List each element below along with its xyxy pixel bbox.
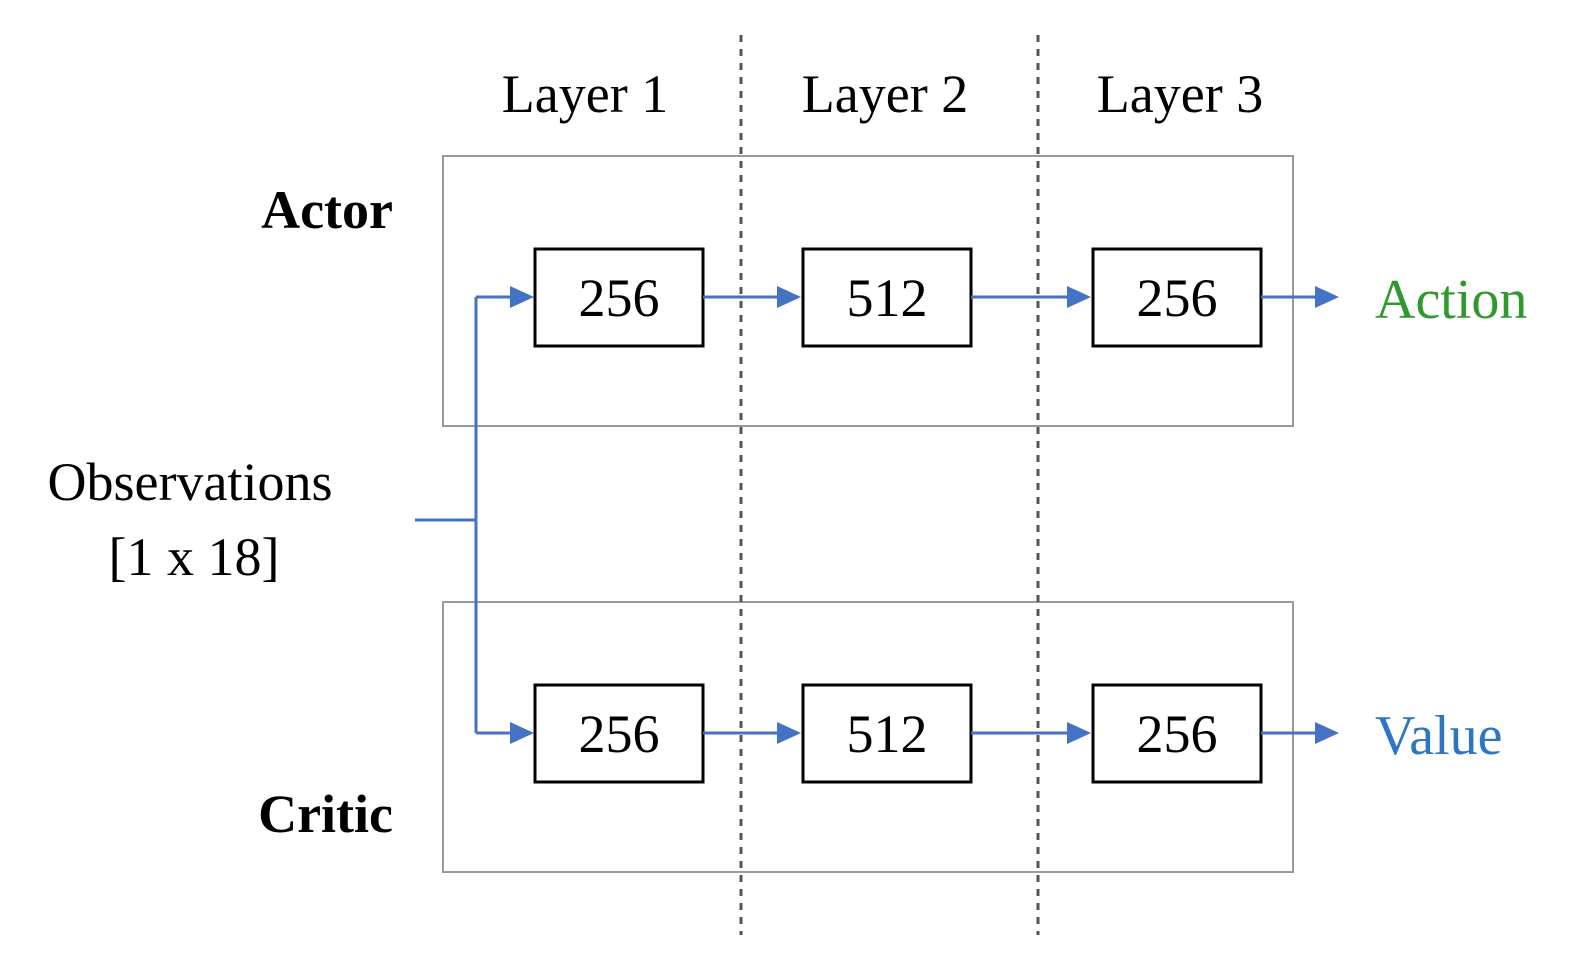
- critic-label: Critic: [258, 784, 393, 844]
- actor-input-arrowhead: [510, 286, 534, 308]
- critic-node-1-label: 256: [579, 704, 660, 764]
- actor-node-1-label: 256: [579, 268, 660, 328]
- critic-input-arrowhead: [510, 722, 534, 744]
- layer-1-label: Layer 1: [502, 64, 668, 124]
- actor-node-2-label: 512: [847, 268, 928, 328]
- observations-label: Observations: [48, 452, 333, 512]
- critic-node-1: [533, 683, 705, 784]
- actor-node-3: [1091, 247, 1263, 348]
- value-output-label: Value: [1375, 705, 1503, 767]
- critic-node-2-label: 512: [847, 704, 928, 764]
- actor-node-3-label: 256: [1137, 268, 1218, 328]
- actor-arrowhead-1-2: [777, 286, 801, 308]
- actor-container: [442, 155, 1294, 427]
- critic-container: [442, 601, 1294, 873]
- critic-arrowhead-1-2: [777, 722, 801, 744]
- critic-arrowhead-2-3: [1067, 722, 1091, 744]
- observations-shape-label: [1 x 18]: [109, 527, 280, 587]
- layer-2-label: Layer 2: [802, 64, 968, 124]
- layer-3-label: Layer 3: [1097, 64, 1263, 124]
- actor-arrowhead-2-3: [1067, 286, 1091, 308]
- critic-output-arrowhead: [1315, 722, 1339, 744]
- critic-node-3-label: 256: [1137, 704, 1218, 764]
- actor-output-arrowhead: [1315, 286, 1339, 308]
- critic-node-2: [801, 683, 973, 784]
- critic-node-3: [1091, 683, 1263, 784]
- actor-node-2: [801, 247, 973, 348]
- actor-label: Actor: [261, 180, 393, 240]
- action-output-label: Action: [1375, 269, 1527, 331]
- actor-node-1: [533, 247, 705, 348]
